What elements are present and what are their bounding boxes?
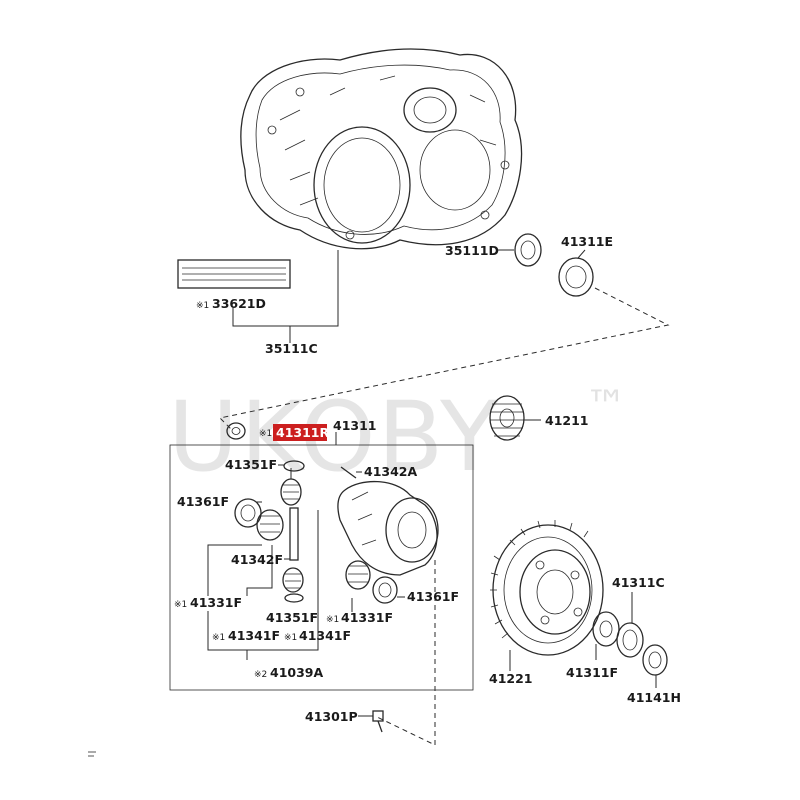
watermark-trademark: ™ (585, 381, 627, 430)
mark-33621D: ※1 (196, 301, 209, 311)
label-41342F: 41342F (231, 552, 283, 567)
highlight-41311R (273, 424, 327, 441)
label-41039A: 41039A (270, 665, 323, 680)
mark-41331F-right: ※1 (326, 615, 339, 625)
label-41341F-left: 41341F (228, 628, 280, 643)
bearing-41311R (226, 422, 246, 440)
ring-gear-41221 (490, 520, 604, 656)
mark-41331F-left: ※1 (174, 600, 187, 610)
side-gear-left (256, 509, 284, 541)
washer-41351F-top (283, 460, 305, 472)
washer-41351F-bottom (284, 593, 304, 603)
alignment-dashed-line (218, 287, 670, 431)
label-41311R: 41311R (276, 425, 329, 440)
label-41361F-left: 41361F (177, 494, 229, 509)
watermark-text: UKOBY (168, 381, 501, 493)
differential-assembly-frame (169, 444, 474, 691)
mark-41341F-right: ※1 (284, 633, 297, 643)
caution-label-plate (177, 259, 291, 289)
washer-41361F-right (372, 576, 398, 604)
label-41331F-right: 41331F (341, 610, 393, 625)
label-41311C: 41311C (612, 575, 665, 590)
mark-41341F-left: ※1 (212, 633, 225, 643)
label-35111C: 35111C (265, 341, 318, 356)
corner-mark (88, 751, 96, 757)
washer-41361F-left (234, 498, 262, 528)
pin-41342A (340, 466, 357, 479)
label-33621D: 33621D (212, 296, 266, 311)
label-41211: 41211 (545, 413, 589, 428)
mark-41311R: ※1 (259, 429, 272, 439)
differential-case (337, 480, 439, 576)
label-41301P: 41301P (305, 709, 358, 724)
label-35111D: 35111D (445, 243, 499, 258)
oil-seal-35111D (514, 233, 542, 267)
mark-41039A: ※2 (254, 670, 267, 680)
leader-35111C (232, 250, 339, 343)
bearing-41311F (592, 611, 620, 647)
side-gear-right (345, 560, 371, 590)
label-41342A: 41342A (364, 464, 417, 479)
shim-41311C (616, 622, 644, 658)
bearing-41311E (558, 257, 594, 297)
speedometer-gear-41211 (489, 395, 525, 441)
pinion-shaft-41342F (289, 507, 299, 561)
label-41351F-top: 41351F (225, 457, 277, 472)
label-41351F-bottom: 41351F (266, 610, 318, 625)
label-41341F-right: 41341F (299, 628, 351, 643)
bolt-41301P (372, 710, 384, 733)
transaxle-housing-illustration (240, 48, 523, 250)
pinion-gear-bottom (282, 567, 304, 593)
label-41141H: 41141H (627, 690, 681, 705)
label-41311: 41311 (333, 418, 377, 433)
label-41361F-right: 41361F (407, 589, 459, 604)
label-41221: 41221 (489, 671, 533, 686)
label-41331F-left: 41331F (190, 595, 242, 610)
label-41311F: 41311F (566, 665, 618, 680)
label-41311E: 41311E (561, 234, 613, 249)
oil-seal-41141H (642, 644, 668, 676)
